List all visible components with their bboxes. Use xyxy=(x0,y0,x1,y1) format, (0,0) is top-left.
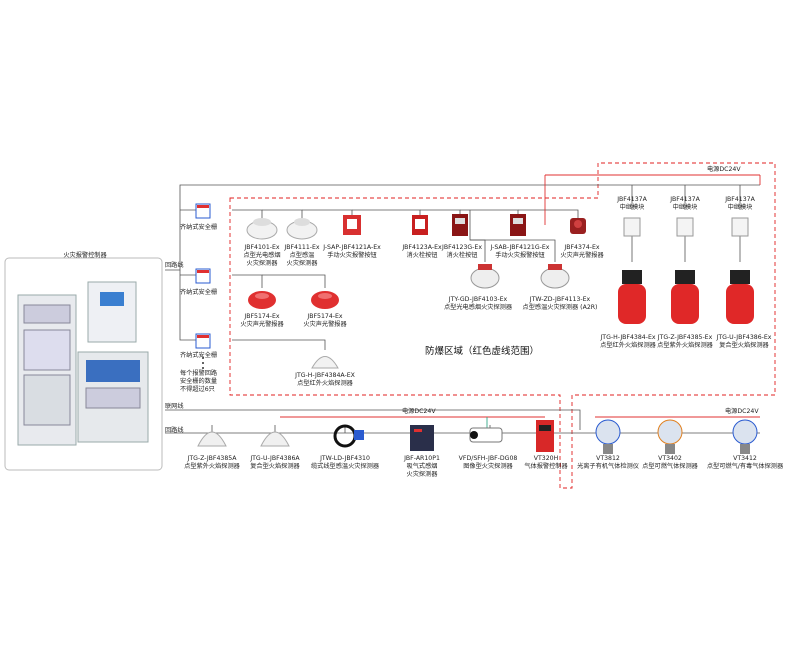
video-fire-detector-icon xyxy=(469,427,503,443)
loop-line-label-1: 回路线 xyxy=(165,262,184,269)
aspirating-smoke-detector-icon xyxy=(410,425,434,451)
wiring xyxy=(165,184,760,434)
barrier-note-1: 每个报警回路 xyxy=(180,370,218,377)
barrier-label-2: 齐纳式安全栅 xyxy=(180,289,218,296)
ir-flame-detector-icon xyxy=(311,356,339,369)
explosion-proof-region-title: 防爆区域（红色虚线范围） xyxy=(425,346,540,357)
hydrant-button-ex-icon xyxy=(452,214,468,236)
heat-detector-icon xyxy=(286,218,318,240)
uv-flame-detector-icon xyxy=(197,431,227,447)
flame-detector-ex-icons xyxy=(618,270,754,324)
panel-title: 火灾报警控制器 xyxy=(63,252,107,259)
smoke-detector-ex-icon xyxy=(470,264,500,289)
power-lines xyxy=(280,174,761,418)
zener-barrier-icons xyxy=(195,203,211,369)
heat-detector-ex-icon xyxy=(540,264,570,289)
power-label-top: 电源DC24V xyxy=(707,166,741,173)
power-label-mid: 电源DC24V xyxy=(402,408,436,415)
barrier-note-2: 安全栅的数量 xyxy=(180,378,218,385)
barrier-note-3: 不得超过6只 xyxy=(180,386,215,393)
relay-module-icons xyxy=(623,217,749,237)
sounder-beacon-icon-2 xyxy=(311,291,339,309)
smoke-detector-icon xyxy=(246,218,278,240)
explosion-proof-region-boundary xyxy=(229,162,776,489)
sounder-beacon-ex-icon xyxy=(570,218,586,234)
loop-line-label-2: 回路线 xyxy=(165,427,184,434)
power-label-right: 电源DC24V xyxy=(725,408,759,415)
sounder-beacon-icon-1 xyxy=(248,291,276,309)
hydrant-button-icon xyxy=(412,215,428,235)
composite-flame-detector-icon xyxy=(260,431,290,447)
linear-heat-detector-icon xyxy=(333,424,364,448)
manual-call-point-icon xyxy=(343,215,361,235)
barrier-label-1: 齐纳式安全栅 xyxy=(180,224,218,231)
gas-detector-icons xyxy=(595,419,758,454)
network-line-label: 联网线 xyxy=(165,403,184,410)
fire-alarm-controller-cabinet xyxy=(17,281,149,446)
gas-alarm-controller-icon xyxy=(536,420,554,452)
manual-call-point-ex-icon xyxy=(510,214,526,236)
barrier-label-3: 齐纳式安全栅 xyxy=(180,352,218,359)
